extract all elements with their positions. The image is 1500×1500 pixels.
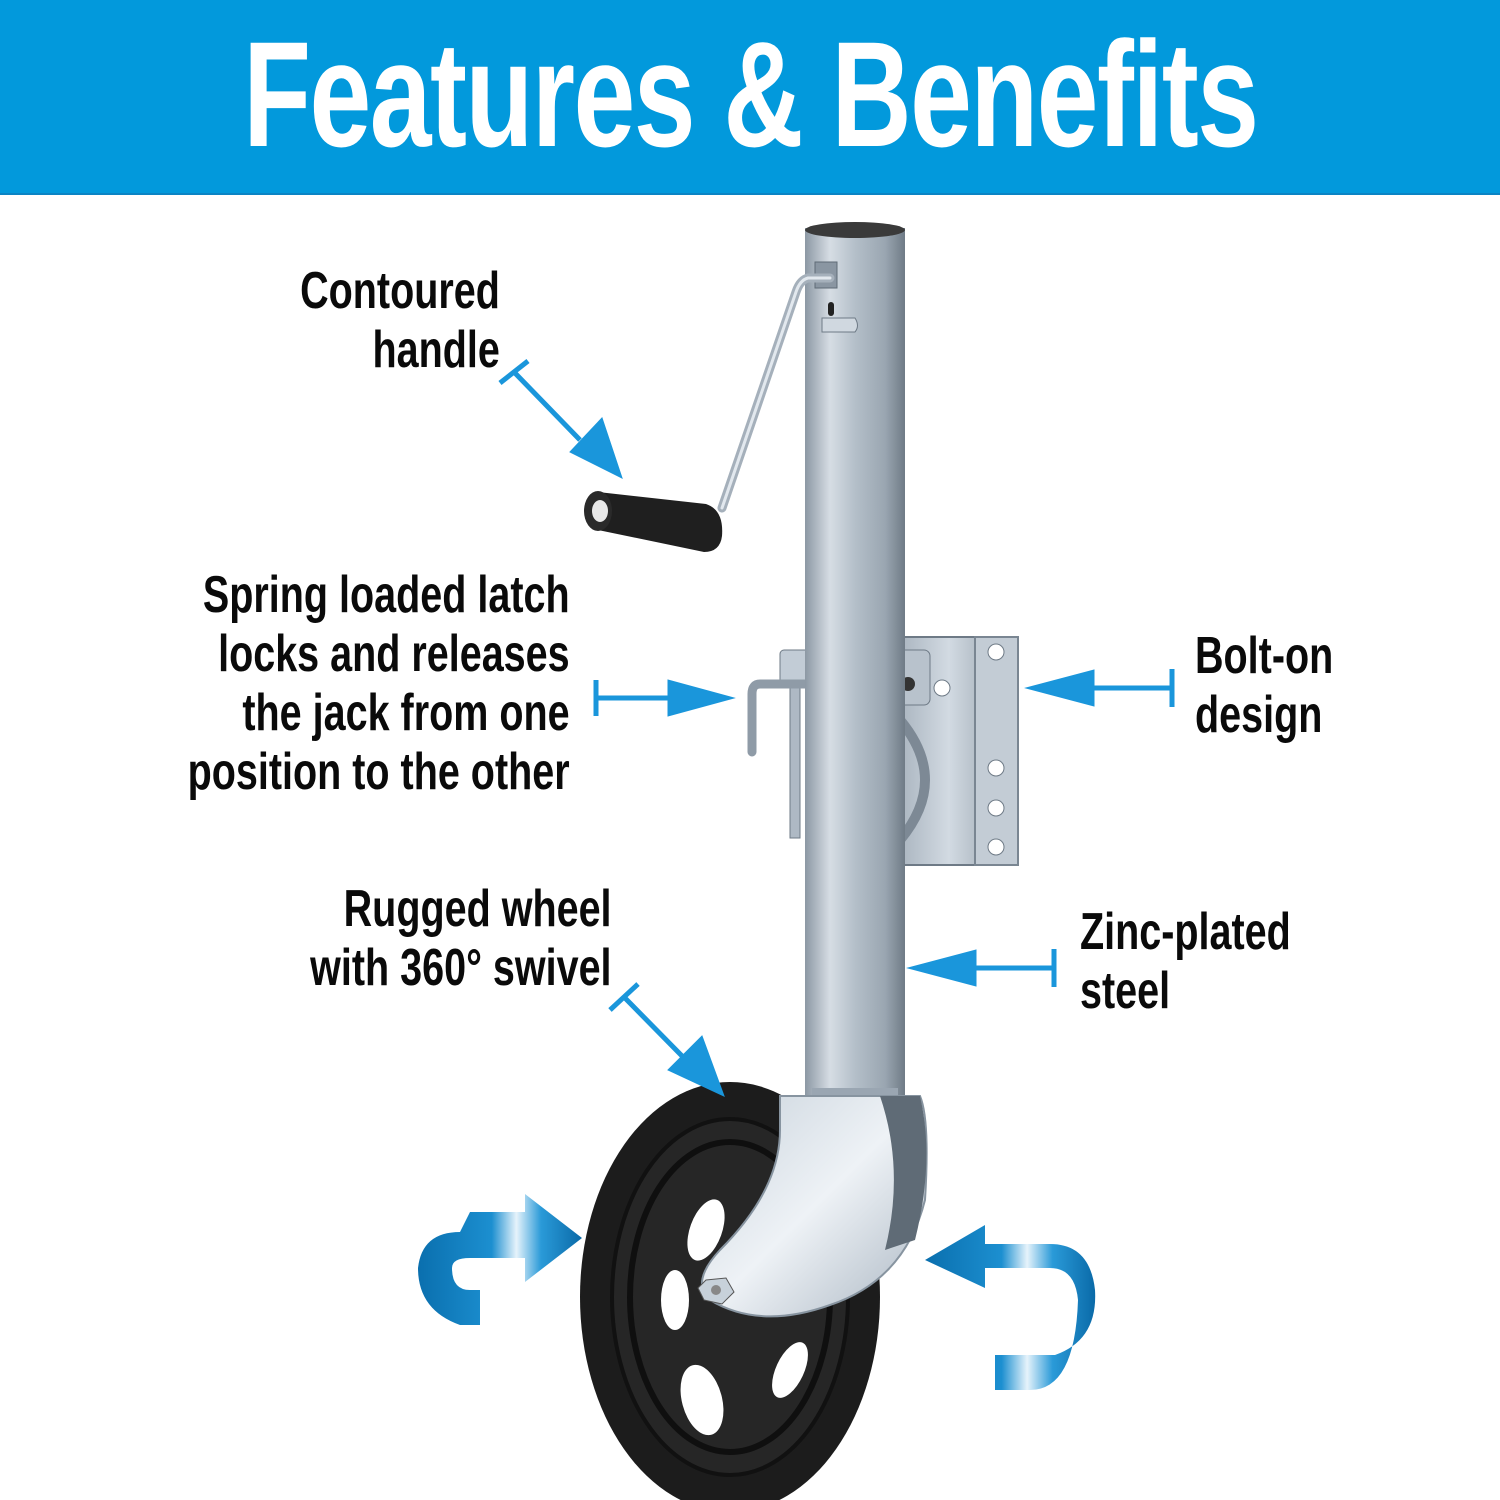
callout-contoured-handle: Contoured handle [300,262,500,379]
jack-tube [805,222,905,1098]
swivel-wheel [580,1082,928,1500]
curved-rotate-arrow-icon [925,1225,1096,1390]
callout-zinc-plated: Zinc-plated steel [1080,903,1291,1020]
pointer-arrow-icon [608,982,725,1097]
pointer-arrow-icon [1024,669,1175,707]
callout-bolt-on: Bolt-on design [1195,627,1334,744]
header-banner: Features & Benefits [0,0,1500,195]
callout-spring-latch: Spring loaded latch locks and releases t… [188,566,571,801]
curved-rotate-arrow-icon [418,1194,582,1325]
pointer-arrow-icon [593,679,736,717]
callout-rugged-wheel: Rugged wheel with 360° swivel [310,880,612,997]
pointer-arrow-icon [906,949,1057,987]
contoured-handle [584,273,835,552]
page-title: Features & Benefits [242,9,1259,178]
spring-latch-pin [747,649,813,839]
pointer-arrow-icon [498,359,623,479]
